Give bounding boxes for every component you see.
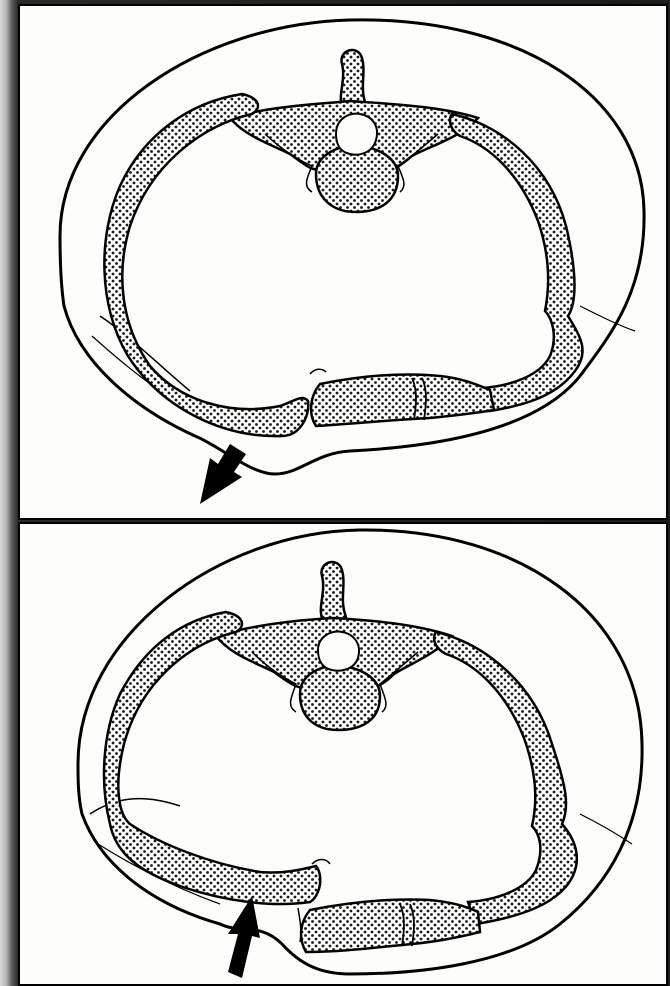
rib-right: [450, 114, 582, 411]
spinous-process: [321, 562, 346, 624]
skin-fold-line: [580, 814, 632, 844]
skin-fold-line: [90, 799, 180, 814]
spinal-canal: [318, 632, 359, 671]
fracture-line: [298, 908, 301, 942]
fracture-line: [310, 369, 326, 374]
sternum: [311, 374, 494, 426]
arrow-inward-icon: [228, 896, 260, 978]
thorax-diagram-top: [20, 6, 668, 520]
panel-top: [18, 4, 668, 520]
vertebral-body: [316, 146, 398, 212]
spinal-canal: [336, 114, 377, 155]
panel-bottom: [18, 522, 668, 986]
skin-fold-line: [580, 306, 635, 331]
thorax-diagram-bottom: [20, 524, 668, 986]
vertebral-body: [300, 666, 380, 730]
rib-right: [434, 632, 577, 924]
sternum: [301, 899, 480, 952]
fracture-line: [312, 860, 330, 865]
